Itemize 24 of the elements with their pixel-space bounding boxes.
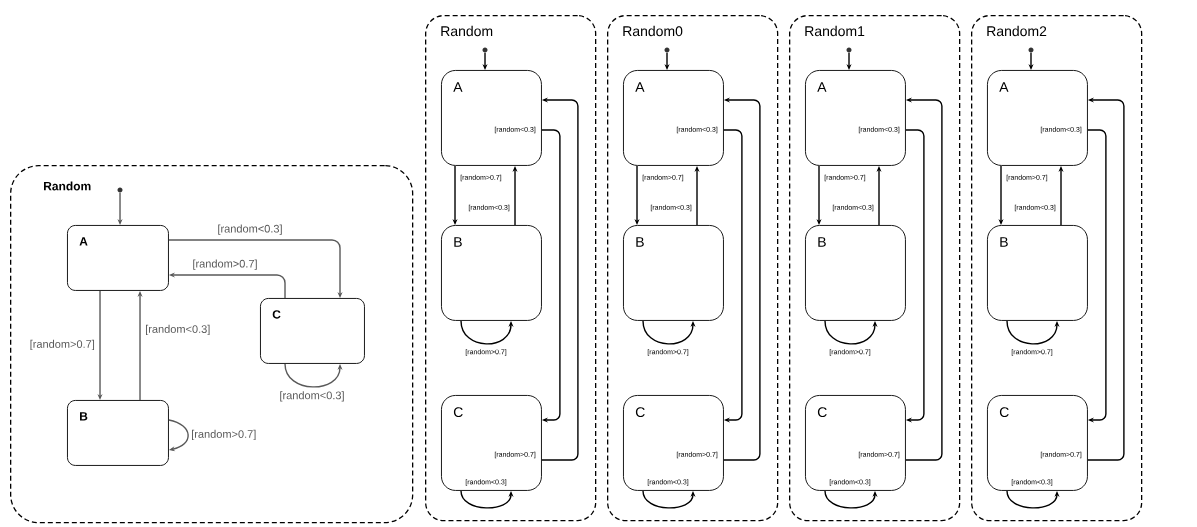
- transition-label: [random>0.7]: [190, 428, 258, 442]
- transition-label: [random>0.7]: [191, 258, 259, 271]
- transition-arrow: [168, 419, 189, 452]
- group-title: Random2: [987, 25, 1047, 37]
- state-box: B: [67, 400, 169, 466]
- transition-arrow: [541, 129, 561, 423]
- transition-arrow: [723, 129, 743, 423]
- transition-label: [random<0.3]: [216, 223, 284, 236]
- state-box: A: [67, 225, 169, 291]
- group-title: Random: [441, 25, 493, 37]
- group-title: Random1: [805, 25, 865, 37]
- state-box: B: [623, 225, 724, 321]
- transition-arrow: [168, 239, 343, 298]
- transition-label: [random<0.3]: [278, 390, 346, 403]
- transition-arrow: [905, 129, 925, 423]
- state-box: B: [805, 225, 906, 321]
- state-box: B: [987, 225, 1088, 321]
- transition-label: [random>0.7]: [28, 338, 96, 352]
- state-box: B: [441, 225, 542, 321]
- state-box: C: [260, 298, 365, 364]
- transition-arrow: [1087, 129, 1107, 423]
- group-title: Random0: [623, 25, 683, 37]
- group-title: Random: [44, 181, 91, 191]
- transition-label: [random<0.3]: [144, 323, 212, 337]
